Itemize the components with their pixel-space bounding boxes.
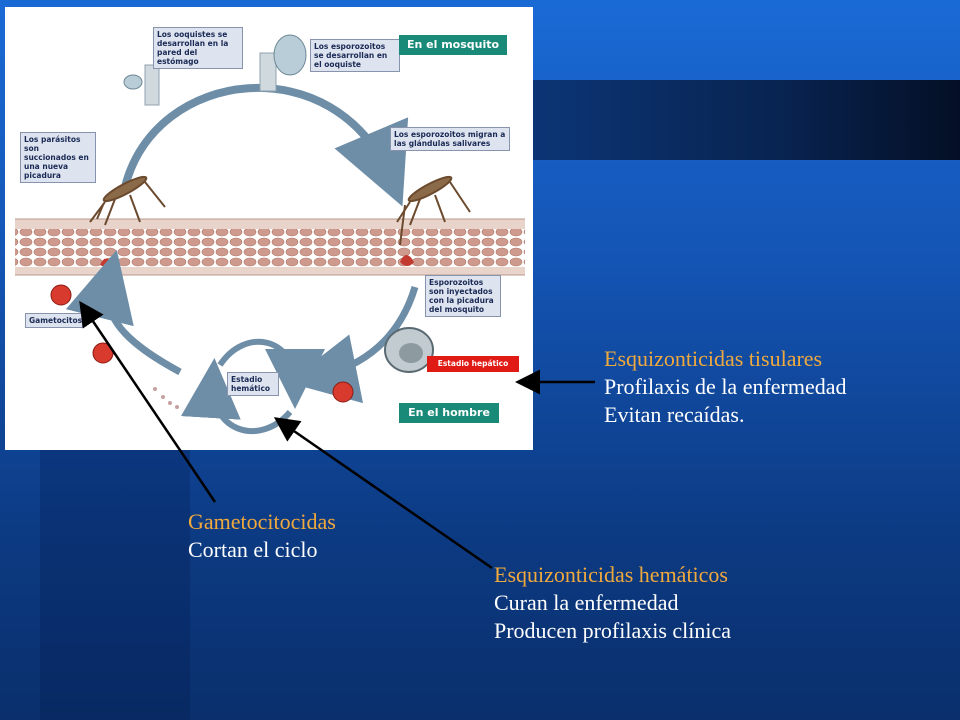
label-gametocitos: Gametocitos xyxy=(25,313,83,328)
tag-estadio-hepatico: Estadio hepático xyxy=(427,356,519,372)
annotation-gametocitocidas: Gametocitocidas Cortan el ciclo xyxy=(188,508,336,564)
dark-band xyxy=(530,80,960,160)
blood-cycle-arrow-top xyxy=(217,338,325,409)
label-estadio-hematico: Estadio hemático xyxy=(227,372,279,396)
tag-en-el-mosquito: En el mosquito xyxy=(399,35,507,55)
label-esporozoitos-inyectados: Esporozoitos son inyectados con la picad… xyxy=(425,275,501,317)
label-parasitos: Los parásitos son succionados en una nue… xyxy=(20,132,96,183)
liver-cell-illustration xyxy=(384,327,434,373)
gametocitocidas-title: Gametocitocidas xyxy=(188,509,336,534)
label-ooquistes: Los ooquistes se desarrollan en la pared… xyxy=(153,27,243,69)
stomach-wall-illustration xyxy=(123,34,307,106)
gametocitocidas-line1: Cortan el ciclo xyxy=(188,537,318,562)
mosquito-right xyxy=(396,175,471,246)
blood-cell xyxy=(332,381,354,403)
return-arrow-left xyxy=(65,249,182,376)
mosquito-cycle-arrow xyxy=(121,84,409,207)
mosquito-left xyxy=(89,175,166,226)
merozoite-dots xyxy=(153,387,179,409)
hematicos-line1: Curan la enfermedad xyxy=(494,590,679,615)
left-shade-column xyxy=(40,450,190,720)
label-esporozoitos-migran: Los esporozoitos migran a las glándulas … xyxy=(390,127,510,151)
skin-tissue-band xyxy=(15,218,525,276)
label-esporozoitos-ooquiste: Los esporozoitos se desarrollan en el oo… xyxy=(310,39,400,72)
tag-en-el-hombre: En el hombre xyxy=(399,403,499,423)
tisulares-title: Esquizonticidas tisulares xyxy=(604,346,823,371)
hematicos-line2: Producen profilaxis clínica xyxy=(494,618,732,643)
tisulares-line2: Evitan recaídas. xyxy=(604,402,745,427)
liver-arrow-right xyxy=(287,285,419,404)
hematicos-title: Esquizonticidas hemáticos xyxy=(494,562,728,587)
gametocyte-cell-1 xyxy=(50,284,72,306)
tisulares-line1: Profilaxis de la enfermedad xyxy=(604,374,847,399)
malaria-life-cycle-diagram: Los ooquistes se desarrollan en la pared… xyxy=(5,7,533,450)
annotation-hematicos: Esquizonticidas hemáticos Curan la enfer… xyxy=(494,561,731,645)
annotation-tisulares: Esquizonticidas tisulares Profilaxis de … xyxy=(604,345,847,429)
gametocyte-cell-2 xyxy=(92,342,114,364)
